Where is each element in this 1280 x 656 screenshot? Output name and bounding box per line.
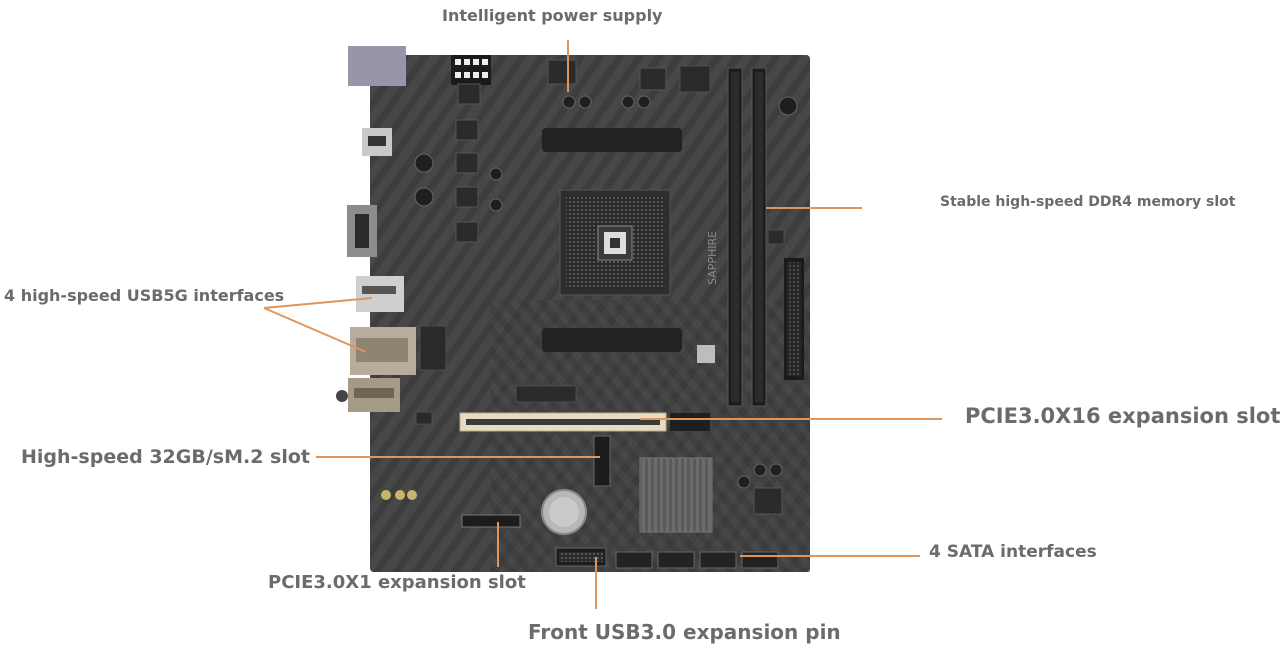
vrm-chokes bbox=[455, 59, 783, 515]
atx-power-connector bbox=[784, 258, 804, 380]
leader-line-usb-upper bbox=[263, 297, 373, 309]
label-m2-slot: High-speed 32GB/sM.2 slot bbox=[21, 446, 311, 468]
rear-io-ports bbox=[336, 46, 416, 412]
board-components bbox=[415, 65, 785, 425]
label-front-usb3-pin: Front USB3.0 expansion pin bbox=[528, 620, 841, 644]
label-usb-interfaces: 4 high-speed USB5G interfaces bbox=[4, 286, 285, 305]
label-sata-interfaces: 4 SATA interfaces bbox=[929, 542, 1097, 562]
ps2-port bbox=[348, 46, 406, 86]
cpu-power-connector bbox=[451, 55, 491, 85]
cpu-socket bbox=[542, 128, 682, 352]
cmos-battery bbox=[541, 489, 587, 535]
leader-line-usb-lower bbox=[263, 307, 367, 353]
qr-sticker bbox=[697, 345, 715, 363]
label-pcie-x1-slot: PCIE3.0X1 expansion slot bbox=[268, 572, 526, 593]
audio-jacks bbox=[381, 490, 417, 500]
board-brand-print: SAPPHIRE bbox=[706, 231, 719, 285]
label-pcie-x16-slot: PCIE3.0X16 expansion slot bbox=[965, 404, 1280, 428]
chipset-heatsink bbox=[639, 457, 713, 533]
pcie-x1-slot bbox=[461, 514, 521, 528]
capacitors bbox=[414, 95, 798, 489]
front-usb3-header bbox=[555, 547, 607, 567]
label-intelligent-power-supply: Intelligent power supply bbox=[442, 6, 663, 25]
label-ddr4-memory-slot: Stable high-speed DDR4 memory slot bbox=[940, 194, 1236, 210]
ddr4-slots bbox=[727, 67, 767, 407]
pcie-x16-slot bbox=[459, 412, 710, 432]
m2-slot bbox=[593, 435, 611, 487]
leader-lines bbox=[263, 40, 942, 609]
